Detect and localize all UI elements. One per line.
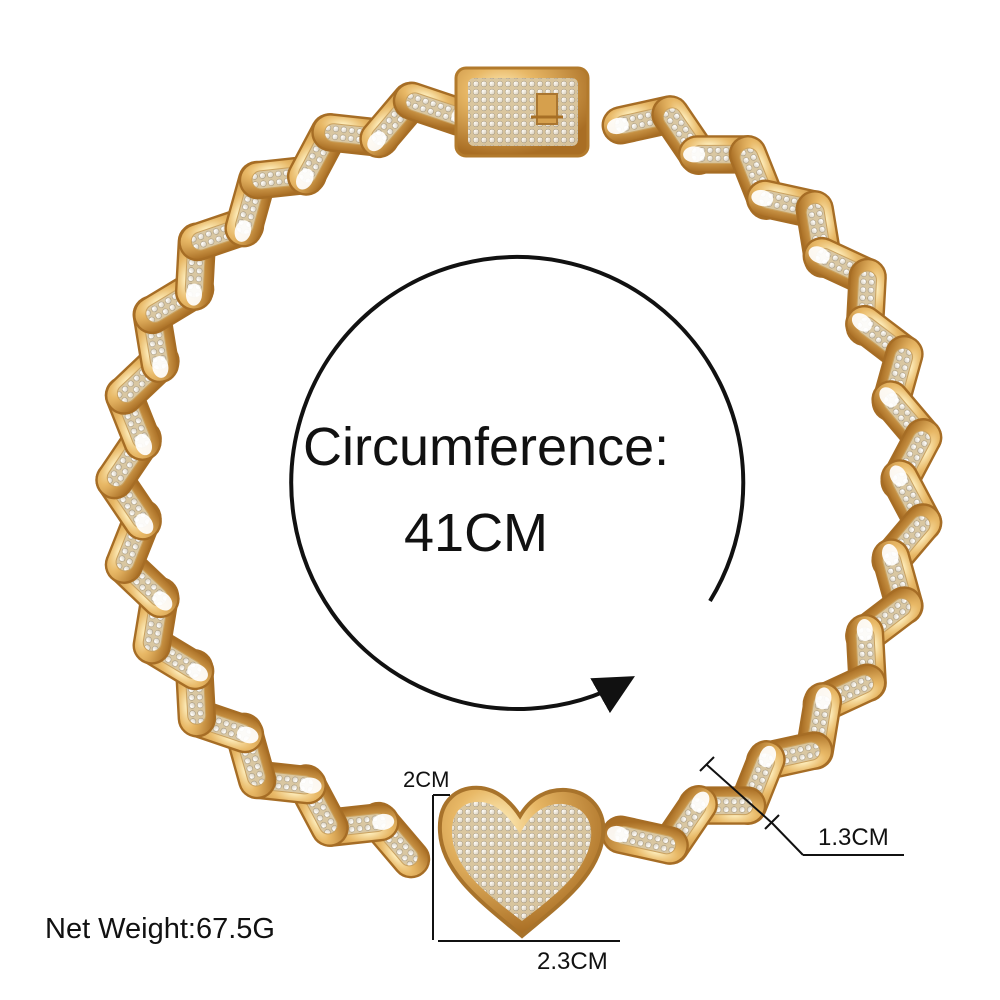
circumference-value: 41CM: [404, 503, 549, 563]
width-label: 2.3CM: [537, 948, 608, 975]
circumference-title: Circumference:: [303, 417, 670, 477]
thickness-measure-line: [699, 756, 904, 856]
net-weight-label: Net Weight:67.5G: [45, 913, 275, 945]
chain-link: [601, 815, 689, 865]
box-clasp: [454, 66, 590, 158]
heart-pendant: [437, 785, 606, 939]
height-label: 2CM: [403, 767, 450, 792]
cuban-chain: [95, 81, 943, 879]
height-measure-line: [432, 794, 450, 940]
circular-arrow-icon: [289, 255, 746, 714]
thickness-label: 1.3CM: [818, 824, 889, 851]
